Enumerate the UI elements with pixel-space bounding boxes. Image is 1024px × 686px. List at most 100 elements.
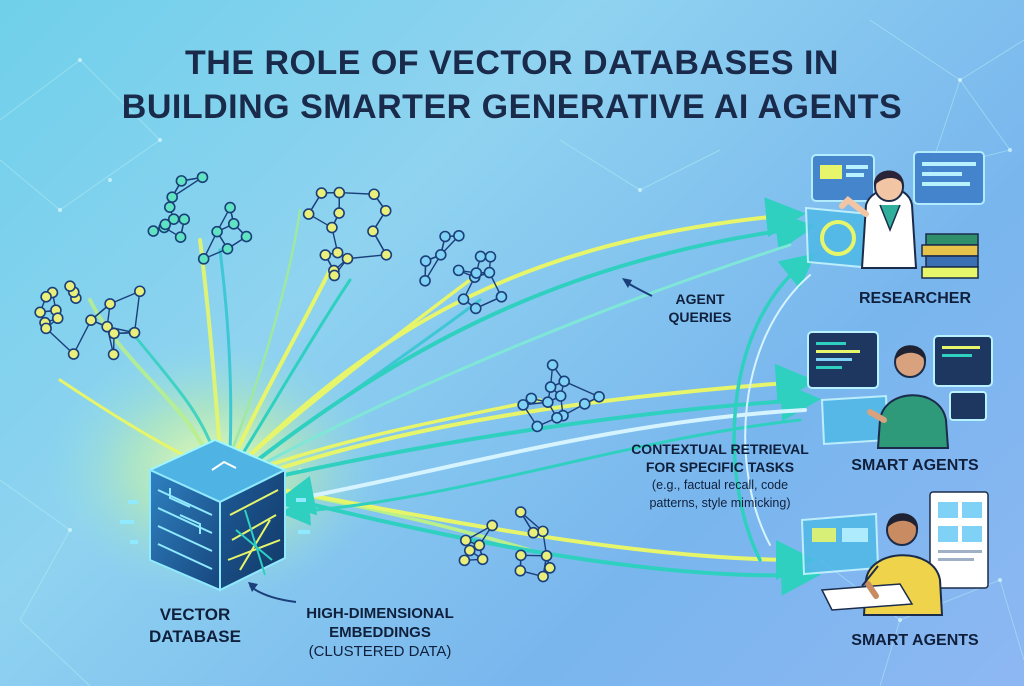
cluster-node xyxy=(326,221,338,234)
cluster-node xyxy=(514,564,527,577)
contextual-line-2: FOR SPECIFIC TASKS xyxy=(645,459,795,475)
cluster-node xyxy=(419,274,431,287)
cluster-node xyxy=(517,399,529,411)
cluster-node xyxy=(486,519,498,532)
cluster-node xyxy=(469,302,482,315)
cluster-node xyxy=(551,411,563,424)
cluster-node xyxy=(554,390,567,402)
cluster-left xyxy=(34,280,146,361)
cluster-node xyxy=(34,306,46,319)
cluster-node xyxy=(514,506,527,518)
cluster-node xyxy=(525,392,538,405)
cluster-node xyxy=(333,207,345,219)
agent-label-smart-agents-1: SMART AGENTS xyxy=(851,457,979,474)
embeddings-label: HIGH-DIMENSIONAL EMBEDDINGS (CLUSTERED D… xyxy=(290,604,470,661)
cluster-node xyxy=(368,188,380,201)
embeddings-pointer-head xyxy=(248,582,258,592)
cluster-bottom xyxy=(458,506,556,583)
cluster-node xyxy=(107,348,120,361)
vector-database-label: VECTOR DATABASE xyxy=(140,604,250,648)
cluster-node xyxy=(40,291,52,303)
cluster-top-right xyxy=(419,229,508,315)
cluster-node xyxy=(51,312,64,325)
cluster-middle xyxy=(517,359,605,433)
contextual-line-1: CONTEXTUAL RETRIEVAL xyxy=(631,441,809,457)
vector-database-line-1: VECTOR xyxy=(159,605,231,624)
agent-label-researcher: RESEARCHER xyxy=(858,290,971,307)
cluster-node xyxy=(484,250,497,263)
cluster-node xyxy=(483,266,496,279)
cluster-edge xyxy=(563,380,600,398)
cluster-edge xyxy=(133,291,141,333)
cluster-node xyxy=(40,322,52,335)
cluster-node xyxy=(578,398,591,410)
cluster-node xyxy=(159,218,172,231)
cluster-node xyxy=(163,201,176,213)
cluster-top-left xyxy=(147,171,253,265)
contextual-sub-2: patterns, style mimicking) xyxy=(649,496,791,510)
cluster-node xyxy=(166,191,178,203)
cluster-node xyxy=(541,396,554,409)
cluster-edge xyxy=(339,191,375,195)
writer-illustration xyxy=(800,491,989,616)
cluster-node xyxy=(531,420,544,433)
vector-database-cube xyxy=(120,438,310,592)
cluster-node xyxy=(319,249,332,261)
cluster-node xyxy=(463,544,476,557)
cluster-node xyxy=(227,218,240,230)
researcher-illustration xyxy=(804,151,985,279)
cluster-node xyxy=(333,186,346,199)
cluster-node xyxy=(328,269,341,282)
cluster-node xyxy=(108,327,120,340)
cluster-node xyxy=(558,375,570,388)
cluster-node xyxy=(457,293,470,305)
cluster-node xyxy=(101,320,113,333)
cluster-node xyxy=(178,213,191,226)
contextual-retrieval-label: CONTEXTUAL RETRIEVAL FOR SPECIFIC TASKS … xyxy=(620,440,820,512)
cluster-node xyxy=(224,201,236,214)
cluster-node xyxy=(341,252,354,265)
vector-database-line-2: DATABASE xyxy=(149,627,241,646)
cluster-node xyxy=(367,225,379,238)
cluster-node xyxy=(315,187,328,199)
cluster-edge xyxy=(171,176,203,198)
cluster-node xyxy=(67,348,80,360)
cluster-edge xyxy=(72,319,92,355)
agent-queries-label: AGENT QUERIES xyxy=(650,290,750,326)
cluster-node xyxy=(452,264,465,277)
coder-illustration xyxy=(807,331,993,449)
cluster-node xyxy=(515,549,527,562)
cluster-node xyxy=(544,562,556,574)
cluster-node xyxy=(459,534,472,547)
cluster-node xyxy=(537,525,549,538)
cluster-node xyxy=(197,253,210,265)
cluster-node xyxy=(537,570,549,583)
embeddings-line-2: EMBEDDINGS xyxy=(329,624,431,641)
cluster-node xyxy=(196,171,209,184)
cluster-top-center xyxy=(302,186,393,282)
cluster-node xyxy=(104,298,116,310)
cluster-node xyxy=(64,280,76,292)
contextual-sub-1: (e.g., factual recall, code xyxy=(651,478,789,492)
cluster-node xyxy=(221,242,234,255)
cluster-node xyxy=(495,290,508,303)
agent-queries-line-1: AGENT xyxy=(675,291,725,307)
cluster-node xyxy=(593,390,605,403)
agent-queries-pointer-head xyxy=(622,278,632,288)
cluster-node xyxy=(419,255,432,267)
cluster-node xyxy=(474,250,487,263)
embeddings-line-3: (CLUSTERED DATA) xyxy=(308,643,452,660)
cluster-node xyxy=(302,208,315,220)
cluster-node xyxy=(134,285,146,298)
agent-queries-line-2: QUERIES xyxy=(668,309,732,325)
cluster-node xyxy=(331,246,344,259)
cluster-node xyxy=(540,550,553,562)
cluster-node xyxy=(128,326,141,339)
cluster-node xyxy=(453,229,465,242)
cluster-node xyxy=(439,230,451,243)
embedding-clusters xyxy=(34,171,605,583)
cluster-node xyxy=(527,526,540,539)
cluster-edge xyxy=(45,327,75,355)
cluster-node xyxy=(435,248,447,261)
